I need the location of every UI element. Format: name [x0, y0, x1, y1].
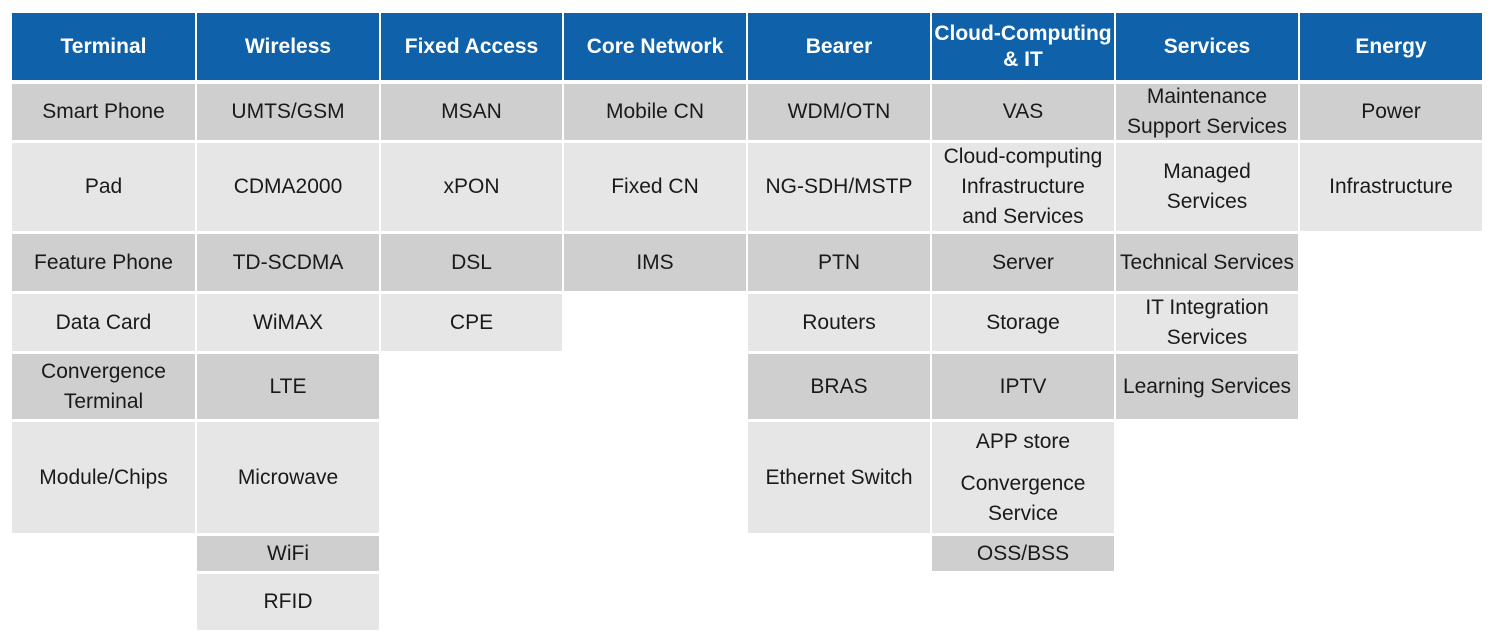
cloud-infrastructure-services: Cloud-computing Infrastructure and Servi… [932, 143, 1114, 231]
bearer-routers: Routers [748, 294, 930, 351]
terminal-module-chips: Module/Chips [12, 422, 195, 533]
energy-power: Power [1300, 84, 1482, 140]
bearer-ng-sdh-mstp: NG-SDH/MSTP [748, 143, 930, 231]
wireless-rfid: RFID [197, 574, 379, 630]
energy-infrastructure: Infrastructure [1300, 143, 1482, 231]
header-services: Services [1116, 13, 1298, 80]
bearer-ethernet-switch: Ethernet Switch [748, 422, 930, 533]
header-core-network: Core Network [564, 13, 746, 80]
cloud-vas: VAS [932, 84, 1114, 140]
wireless-wimax: WiMAX [197, 294, 379, 351]
services-learning: Learning Services [1116, 354, 1298, 419]
core-network-fixed-cn: Fixed CN [564, 143, 746, 231]
services-maintenance-support: Maintenance Support Services [1116, 84, 1298, 140]
fixed-access-msan: MSAN [381, 84, 562, 140]
bearer-ptn: PTN [748, 234, 930, 291]
terminal-pad: Pad [12, 143, 195, 231]
cloud-iptv: IPTV [932, 354, 1114, 419]
services-managed: Managed Services [1116, 143, 1298, 231]
cloud-oss-bss: OSS/BSS [932, 536, 1114, 571]
header-energy: Energy [1300, 13, 1482, 80]
bearer-wdm-otn: WDM/OTN [748, 84, 930, 140]
fixed-access-dsl: DSL [381, 234, 562, 291]
header-bearer: Bearer [748, 13, 930, 80]
services-technical: Technical Services [1116, 234, 1298, 291]
header-wireless: Wireless [197, 13, 379, 80]
wireless-cdma2000: CDMA2000 [197, 143, 379, 231]
wireless-wifi: WiFi [197, 536, 379, 571]
wireless-umts-gsm: UMTS/GSM [197, 84, 379, 140]
cloud-app-store: APP store [975, 429, 1071, 453]
cloud-app-store-convergence: APP store Convergence Service [932, 422, 1114, 533]
cloud-server: Server [932, 234, 1114, 291]
fixed-access-xpon: xPON [381, 143, 562, 231]
services-it-integration: IT Integration Services [1116, 294, 1298, 351]
wireless-lte: LTE [197, 354, 379, 419]
fixed-access-cpe: CPE [381, 294, 562, 351]
header-fixed-access: Fixed Access [381, 13, 562, 80]
core-network-mobile-cn: Mobile CN [564, 84, 746, 140]
bearer-bras: BRAS [748, 354, 930, 419]
terminal-data-card: Data Card [12, 294, 195, 351]
terminal-convergence-terminal: Convergence Terminal [12, 354, 195, 419]
terminal-feature-phone: Feature Phone [12, 234, 195, 291]
header-terminal: Terminal [12, 13, 195, 80]
wireless-td-scdma: TD-SCDMA [197, 234, 379, 291]
wireless-microwave: Microwave [197, 422, 379, 533]
cloud-storage: Storage [932, 294, 1114, 351]
terminal-smart-phone: Smart Phone [12, 84, 195, 140]
cloud-convergence-service: Convergence Service [960, 471, 1086, 525]
header-cloud-computing-it: Cloud-Computing & IT [932, 13, 1114, 80]
core-network-ims: IMS [564, 234, 746, 291]
